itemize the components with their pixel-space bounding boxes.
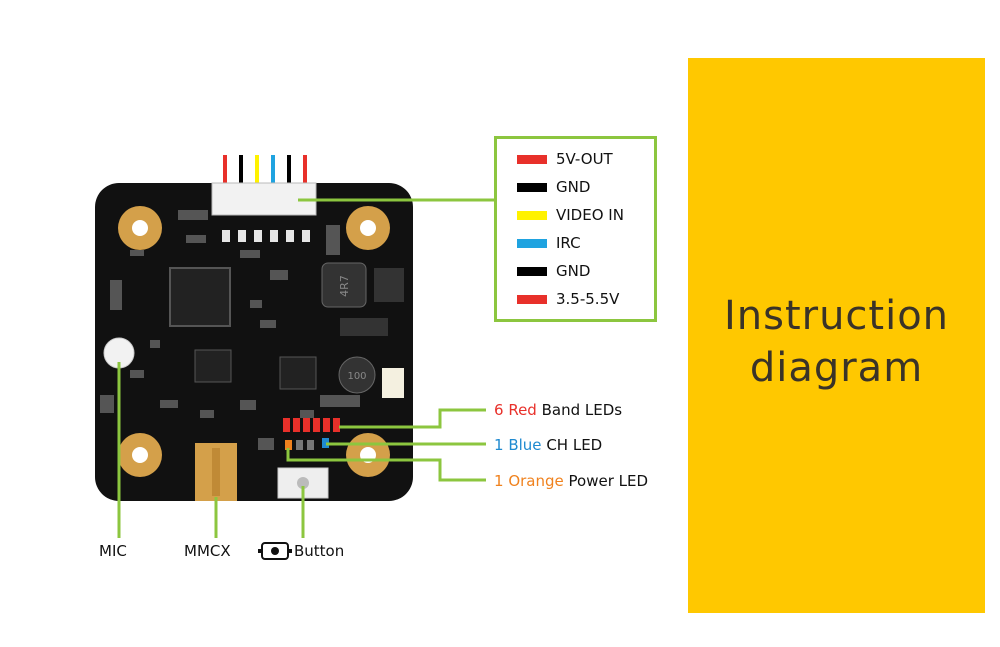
- instruction-panel: Instruction diagram: [688, 58, 985, 613]
- led-count: 1: [494, 472, 504, 490]
- panel-title-line1: Instruction: [723, 293, 950, 339]
- leader-orange-led: [286, 448, 486, 482]
- blue-ch-led: [322, 438, 329, 448]
- led-label-red: 6 Red Band LEDs: [494, 400, 622, 420]
- small-components: [100, 210, 360, 450]
- pin-label: 3.5-5.5V: [556, 290, 620, 308]
- wire-swatch: [517, 267, 547, 276]
- mmcx-label: MMCX: [184, 542, 231, 560]
- led-color-word: Red: [508, 401, 537, 419]
- inductor-marking: 4R7: [338, 275, 351, 297]
- led-description: Power LED: [568, 472, 649, 490]
- led-count: 6: [494, 401, 504, 419]
- board-button-knob: [297, 477, 309, 489]
- coil-marking: 100: [347, 371, 366, 382]
- led-label-blue: 1 Blue CH LED: [494, 435, 602, 455]
- button-label: Button: [294, 542, 345, 560]
- red-band-leds: [283, 418, 340, 432]
- connector-pins: [222, 230, 310, 242]
- connector-wires: [223, 155, 307, 185]
- crystal: [382, 368, 404, 398]
- wire-swatch: [517, 183, 547, 192]
- regulator: [374, 268, 404, 302]
- wire-swatch: [517, 211, 547, 220]
- pin-label: IRC: [556, 234, 581, 252]
- chip-b: [194, 349, 232, 383]
- mic-label: MIC: [99, 542, 127, 560]
- orange-power-led: [285, 440, 292, 450]
- pin-label: VIDEO IN: [556, 206, 624, 224]
- main-chip: [169, 267, 231, 327]
- leader-lines: [117, 198, 494, 538]
- led-row-lower: [296, 440, 314, 450]
- chip-c: [279, 356, 317, 390]
- wire-swatch: [517, 155, 547, 164]
- led-count: 1: [494, 436, 504, 454]
- wire-swatch: [517, 239, 547, 248]
- pin-label: GND: [556, 262, 591, 280]
- inductor: [321, 262, 367, 308]
- leader-red-leds: [339, 408, 486, 429]
- coil: [338, 356, 376, 394]
- capacitor: [340, 318, 388, 336]
- panel-title-line2: diagram: [749, 345, 924, 391]
- mmcx-center: [212, 448, 220, 496]
- pin-label: 5V-OUT: [556, 150, 613, 168]
- panel-title: Instruction diagram: [688, 290, 985, 394]
- pinout-legend: 5V-OUT GND VIDEO IN IRC GND 3.5-5.5V: [494, 136, 657, 322]
- pin-label: GND: [556, 178, 591, 196]
- led-description: Band LEDs: [541, 401, 623, 419]
- led-label-orange: 1 Orange Power LED: [494, 471, 648, 491]
- led-description: CH LED: [546, 436, 603, 454]
- led-color-word: Blue: [508, 436, 542, 454]
- button-icon: [258, 542, 292, 560]
- led-color-word: Orange: [508, 472, 564, 490]
- wire-swatch: [517, 295, 547, 304]
